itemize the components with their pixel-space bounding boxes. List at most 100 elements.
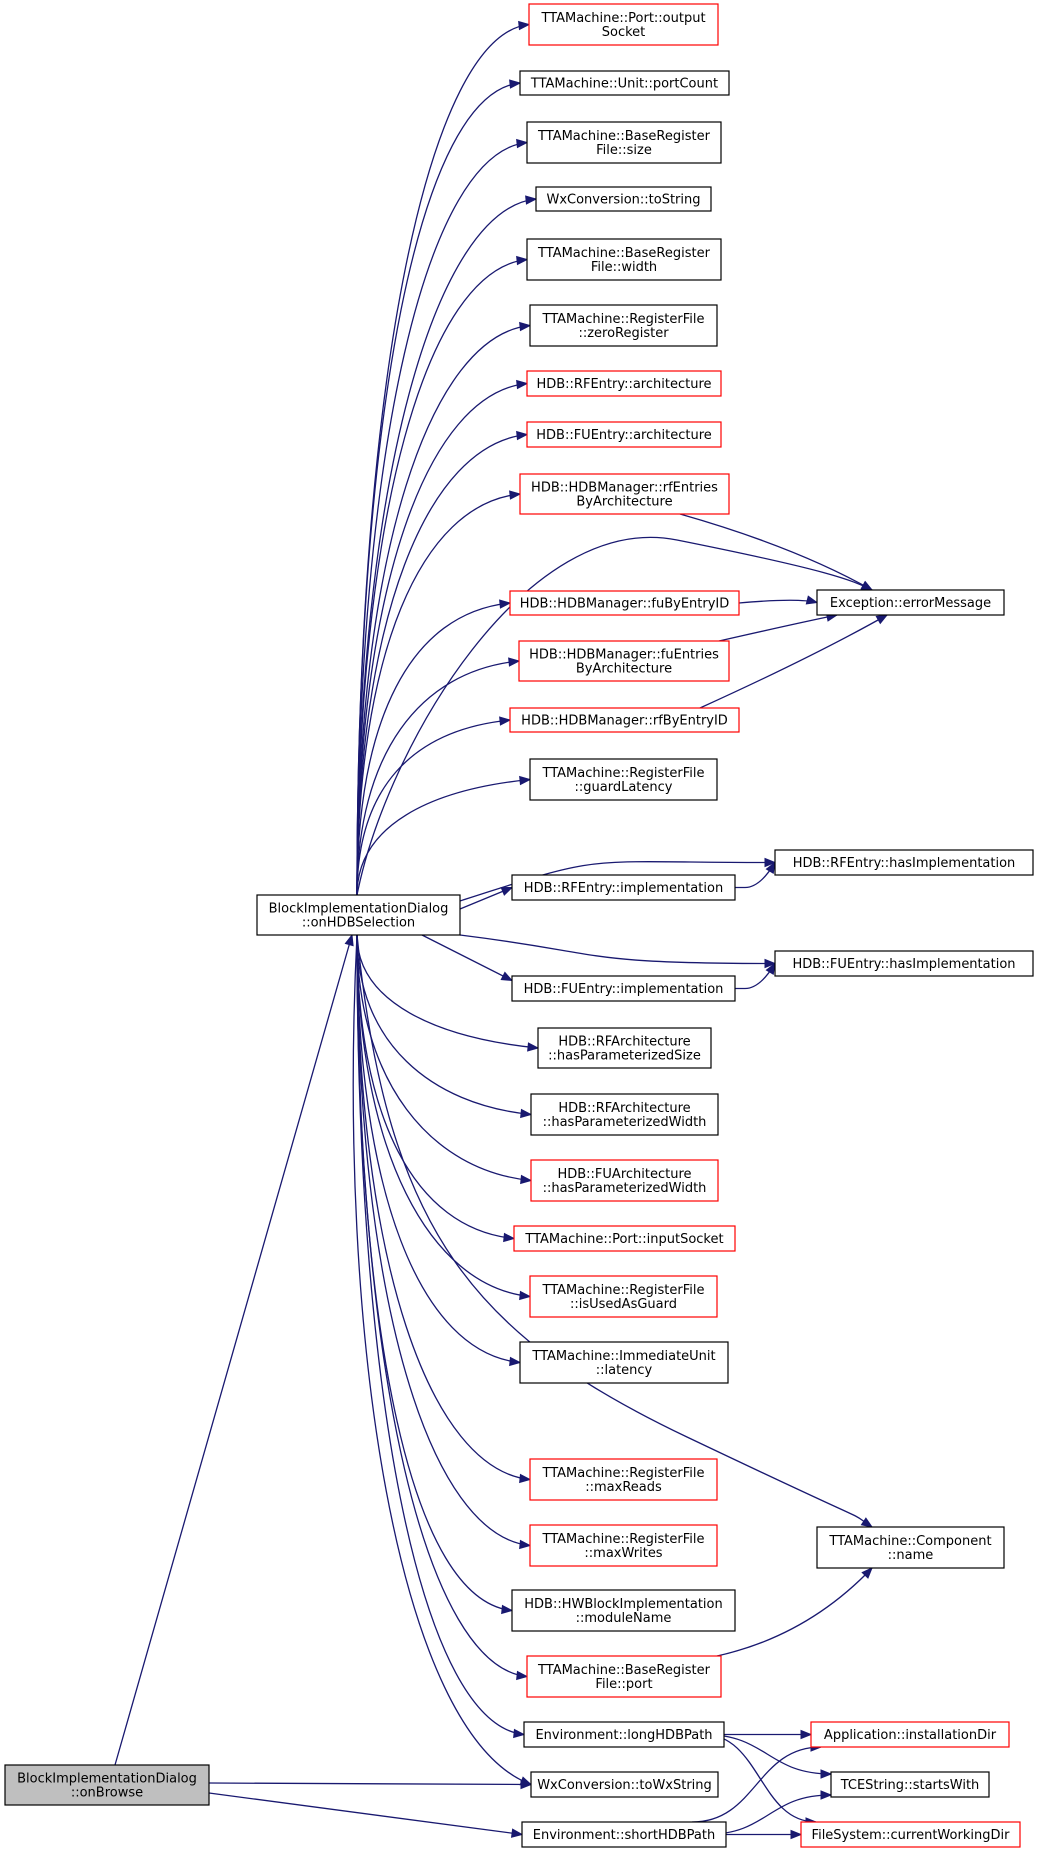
node-box[interactable] — [511, 874, 736, 901]
node-onHDBSelection[interactable]: BlockImplementationDialog::onHDBSelectio… — [256, 894, 461, 936]
node-portCount[interactable]: TTAMachine::Unit::portCount — [519, 70, 730, 96]
node-box[interactable] — [528, 3, 719, 46]
node-errorMessage[interactable]: Exception::errorMessage — [816, 589, 1005, 616]
node-cwd[interactable]: FileSystem::currentWorkingDir — [800, 1821, 1021, 1848]
node-box[interactable] — [529, 1458, 718, 1501]
node-fuImpl[interactable]: HDB::FUEntry::implementation — [511, 975, 736, 1002]
node-box[interactable] — [518, 640, 730, 682]
node-maxReads[interactable]: TTAMachine::RegisterFile::maxReads — [529, 1458, 718, 1501]
node-box[interactable] — [526, 370, 722, 397]
node-box[interactable] — [509, 707, 740, 733]
node-box[interactable] — [256, 894, 461, 936]
node-compName[interactable]: TTAMachine::Component::name — [816, 1526, 1005, 1569]
edge-line — [356, 934, 513, 1612]
node-box[interactable] — [519, 1341, 729, 1384]
node-box[interactable] — [816, 589, 1005, 616]
node-rfParamWidth[interactable]: HDB::RFArchitecture::hasParameterizedWid… — [530, 1093, 719, 1136]
node-box[interactable] — [511, 1589, 736, 1632]
node-longHDBPath[interactable]: Environment::longHDBPath — [523, 1721, 725, 1748]
node-label-line: ::moduleName — [576, 1611, 672, 1626]
node-box[interactable] — [513, 1225, 736, 1252]
node-label-line: File::width — [591, 260, 657, 275]
arrowhead — [499, 599, 512, 609]
node-label-line: ::zeroRegister — [578, 326, 669, 341]
edge-line — [208, 1782, 532, 1786]
node-box[interactable] — [816, 1526, 1005, 1569]
node-label-line: ByArchitecture — [576, 495, 672, 510]
node-label-line: Socket — [602, 25, 646, 40]
node-box[interactable] — [521, 1821, 727, 1848]
node-rfByEntryID[interactable]: HDB::HDBManager::rfByEntryID — [509, 707, 740, 733]
node-box[interactable] — [526, 121, 722, 164]
node-rfParamSize[interactable]: HDB::RFArchitecture::hasParameterizedSiz… — [537, 1027, 712, 1069]
arrowhead — [527, 1042, 540, 1052]
node-toWxString[interactable]: WxConversion::toWxString — [530, 1771, 719, 1798]
arrowhead — [519, 1473, 532, 1484]
node-box[interactable] — [529, 304, 718, 347]
node-box[interactable] — [529, 758, 718, 801]
node-box[interactable] — [530, 1159, 719, 1202]
node-label-line: TTAMachine::RegisterFile — [542, 1283, 705, 1298]
node-box[interactable] — [526, 1655, 722, 1698]
node-box[interactable] — [526, 238, 722, 281]
edge-line — [356, 602, 511, 896]
edge-fuImpl-to-fuHasImpl — [735, 962, 776, 990]
node-iuLatency[interactable]: TTAMachine::ImmediateUnit::latency — [519, 1341, 729, 1384]
node-box[interactable] — [530, 1771, 719, 1798]
node-guardLatency[interactable]: TTAMachine::RegisterFile::guardLatency — [529, 758, 718, 801]
node-box[interactable] — [509, 590, 740, 616]
node-box[interactable] — [519, 70, 730, 96]
arrowhead — [516, 430, 529, 441]
node-box[interactable] — [529, 1275, 718, 1318]
node-box[interactable] — [810, 1721, 1010, 1748]
node-moduleName[interactable]: HDB::HWBlockImplementation::moduleName — [511, 1589, 736, 1632]
edge-onHDBSelection-to-fuParamWidth — [356, 934, 533, 1185]
node-box[interactable] — [529, 1524, 718, 1567]
node-fuByEntryID[interactable]: HDB::HDBManager::fuByEntryID — [509, 590, 740, 616]
node-fuHasImpl[interactable]: HDB::FUEntry::hasImplementation — [774, 950, 1034, 977]
edge-onHDBSelection-to-outputSocket — [356, 20, 531, 896]
node-box[interactable] — [774, 950, 1034, 977]
node-box[interactable] — [4, 1764, 210, 1806]
arrowhead — [820, 1769, 833, 1779]
node-fuArch[interactable]: HDB::FUEntry::architecture — [526, 421, 722, 448]
node-box[interactable] — [519, 473, 730, 515]
node-isUsedAsGuard[interactable]: TTAMachine::RegisterFile::isUsedAsGuard — [529, 1275, 718, 1318]
node-maxWrites[interactable]: TTAMachine::RegisterFile::maxWrites — [529, 1524, 718, 1567]
node-box[interactable] — [530, 1093, 719, 1136]
node-box[interactable] — [537, 1027, 712, 1069]
node-shortHDBPath[interactable]: Environment::shortHDBPath — [521, 1821, 727, 1848]
node-rfArch[interactable]: HDB::RFEntry::architecture — [526, 370, 722, 397]
node-label-line: HDB::FUEntry::architecture — [536, 428, 712, 443]
node-installationDir[interactable]: Application::installationDir — [810, 1721, 1010, 1748]
node-zeroRegister[interactable]: TTAMachine::RegisterFile::zeroRegister — [529, 304, 718, 347]
node-box[interactable] — [800, 1821, 1021, 1848]
node-box[interactable] — [523, 1721, 725, 1748]
node-label-line: ::isUsedAsGuard — [570, 1297, 677, 1312]
node-startsWith[interactable]: TCEString::startsWith — [830, 1771, 990, 1798]
node-rfImpl[interactable]: HDB::RFEntry::implementation — [511, 874, 736, 901]
node-box[interactable] — [535, 186, 712, 212]
node-label-line: TTAMachine::BaseRegister — [537, 1663, 711, 1678]
node-inputSocket[interactable]: TTAMachine::Port::inputSocket — [513, 1225, 736, 1252]
node-rfHasImpl[interactable]: HDB::RFEntry::hasImplementation — [774, 849, 1034, 876]
node-fuParamWidth[interactable]: HDB::FUArchitecture::hasParameterizedWid… — [530, 1159, 719, 1202]
node-wxToString[interactable]: WxConversion::toString — [535, 186, 712, 212]
node-box[interactable] — [774, 849, 1034, 876]
node-onBrowse[interactable]: BlockImplementationDialog::onBrowse — [4, 1764, 210, 1806]
node-box[interactable] — [511, 975, 736, 1002]
node-box[interactable] — [526, 421, 722, 448]
edge-onBrowse-to-onHDBSelection — [114, 933, 354, 1766]
node-box[interactable] — [830, 1771, 990, 1798]
arrowhead — [860, 580, 874, 591]
node-label-line: HDB::RFEntry::implementation — [524, 881, 723, 896]
node-label-line: TTAMachine::Unit::portCount — [530, 77, 718, 92]
edge-line — [421, 934, 513, 982]
edge-onHDBSelection-to-longHDBPath — [356, 934, 526, 1739]
